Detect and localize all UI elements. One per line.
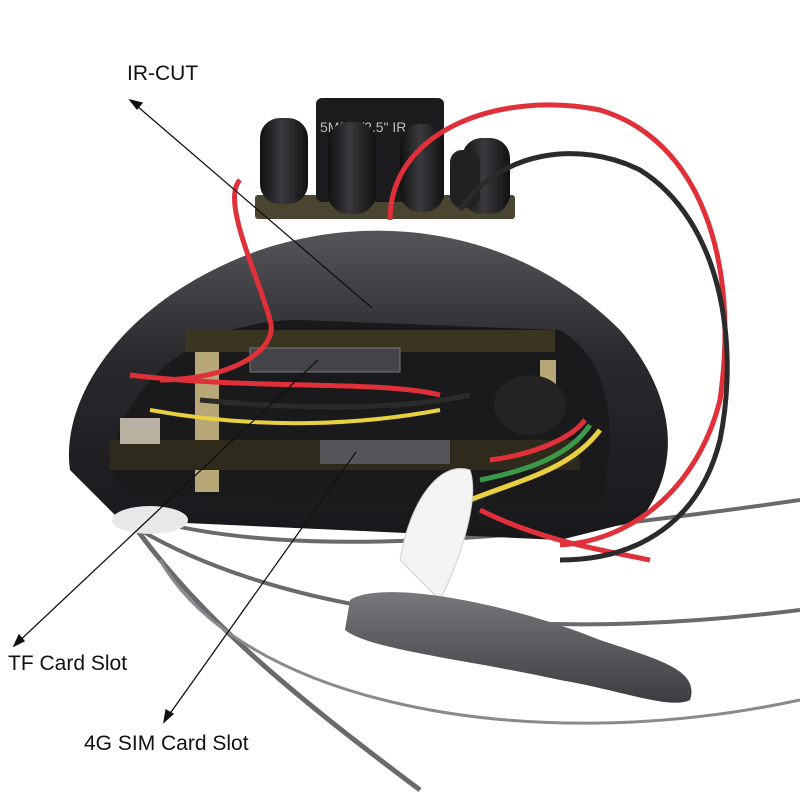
red-wire-loop-right [387, 102, 728, 548]
audio-connector [494, 375, 566, 435]
tf-card-slot-label: TF Card Slot [8, 652, 128, 675]
tf-card-slot [249, 347, 401, 373]
main-board [185, 330, 555, 352]
annotation-arrow-ir-cut [128, 98, 373, 309]
grey-cable-1 [127, 518, 422, 792]
red-wire-loop-left [159, 178, 274, 383]
black-wire-loop [457, 151, 730, 563]
sim-card-slot [320, 440, 450, 464]
white-tab [399, 468, 474, 601]
cable-tie [112, 506, 188, 534]
sim-card-slot-label: 4G SIM Card Slot [84, 732, 249, 755]
ir-led-array [260, 118, 510, 214]
annotation-arrow-tf [12, 359, 319, 648]
grey-cable-4 [158, 559, 800, 725]
ir-cut-label: IR-CUT [127, 62, 199, 85]
cable-sheath [345, 592, 692, 703]
annotation-arrow-sim [163, 451, 357, 724]
